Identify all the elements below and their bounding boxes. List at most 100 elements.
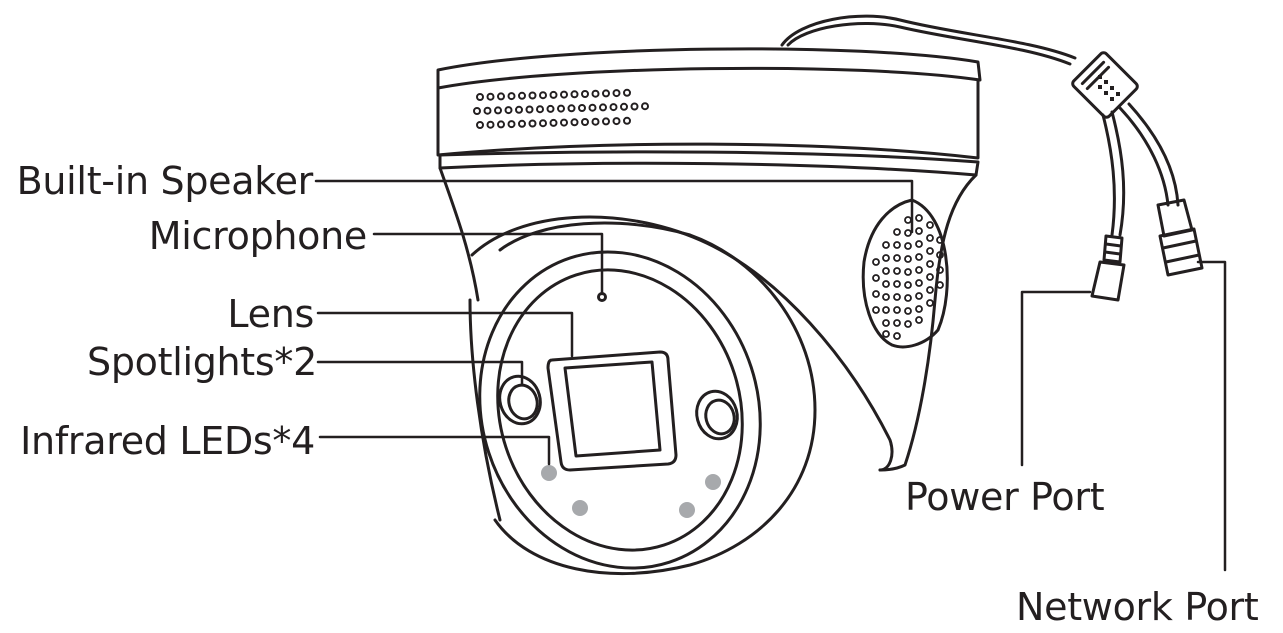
speaker-hole xyxy=(915,253,923,261)
vent-hole xyxy=(539,119,547,128)
vent-hole xyxy=(518,91,526,100)
power-connector xyxy=(1090,234,1126,302)
lens xyxy=(546,350,678,472)
speaker-hole xyxy=(872,290,880,298)
speaker-hole xyxy=(915,227,923,235)
speaker-hole xyxy=(915,305,923,313)
vent-hole xyxy=(591,117,600,126)
speaker-hole xyxy=(904,255,912,263)
vent-hole xyxy=(641,102,649,111)
speaker-hole xyxy=(882,293,890,301)
speaker-hole xyxy=(872,274,880,282)
speaker-hole xyxy=(882,280,890,288)
vent-hole xyxy=(623,116,631,125)
leader-network xyxy=(1196,260,1227,572)
vent-hole xyxy=(486,120,495,129)
vent-hole xyxy=(560,90,568,99)
speaker-hole xyxy=(926,260,934,268)
infrared-leds xyxy=(541,465,721,518)
speaker-hole xyxy=(915,279,923,287)
vent-hole xyxy=(560,118,568,127)
speaker-hole xyxy=(904,281,912,289)
label-lens: Lens xyxy=(227,292,314,336)
vent-hole xyxy=(483,106,492,115)
leader-speaker xyxy=(314,179,914,234)
network-connector xyxy=(1156,198,1204,277)
spotlight-right xyxy=(695,389,739,441)
speaker-hole xyxy=(882,241,890,249)
top-vent-holes xyxy=(473,88,649,129)
speaker-hole xyxy=(915,214,923,222)
leader-lens xyxy=(316,311,574,358)
vent-hole xyxy=(507,120,516,129)
speaker-hole xyxy=(936,251,944,259)
vent-hole xyxy=(588,103,597,112)
speaker-hole xyxy=(893,254,901,262)
vent-hole xyxy=(504,106,513,115)
leader-infrared xyxy=(318,435,551,466)
speaker-hole xyxy=(872,306,880,314)
vent-hole xyxy=(546,104,555,113)
speaker-hole xyxy=(882,267,890,275)
speaker-hole xyxy=(904,320,912,328)
speaker-hole xyxy=(915,316,923,324)
vent-hole xyxy=(612,89,621,98)
vent-hole xyxy=(497,92,505,101)
vent-hole xyxy=(623,88,631,97)
speaker-hole xyxy=(893,293,901,301)
vent-hole xyxy=(528,119,537,128)
vent-hole xyxy=(549,90,558,99)
speaker-hole xyxy=(904,229,912,237)
ir-led xyxy=(572,500,588,516)
speaker-hole xyxy=(893,241,901,249)
speaker-hole xyxy=(882,254,890,262)
vent-hole xyxy=(528,91,537,100)
power-branch-cable xyxy=(1110,110,1126,237)
vent-hole xyxy=(557,104,565,113)
label-spotlights: Spotlights*2 xyxy=(87,340,317,384)
spotlight-left xyxy=(498,374,542,426)
speaker-hole xyxy=(893,280,901,288)
vent-hole xyxy=(567,104,576,113)
leader-spotlights xyxy=(316,360,524,387)
vent-hole xyxy=(591,89,600,98)
speaker-hole xyxy=(926,299,934,307)
ball-housing xyxy=(468,221,817,576)
vent-hole xyxy=(515,105,523,114)
speaker-hole xyxy=(882,330,890,338)
speaker-hole xyxy=(926,221,934,229)
speaker-hole xyxy=(904,216,912,224)
cable-splitter xyxy=(1071,51,1139,119)
vent-hole xyxy=(473,107,481,115)
speaker-hole xyxy=(904,242,912,250)
vent-hole xyxy=(602,89,610,98)
vent-hole xyxy=(494,106,502,115)
vent-hole xyxy=(578,104,586,112)
leader-microphone xyxy=(372,232,604,296)
speaker-hole xyxy=(936,266,944,274)
vent-hole xyxy=(630,102,639,111)
label-built-in-speaker: Built-in Speaker xyxy=(16,159,314,203)
ir-led xyxy=(679,502,695,518)
speaker-hole xyxy=(893,267,901,275)
label-microphone: Microphone xyxy=(148,214,368,258)
vent-hole xyxy=(539,91,547,100)
vent-hole xyxy=(525,105,534,114)
vent-hole xyxy=(549,118,558,127)
label-power-port: Power Port xyxy=(905,475,1105,519)
vent-hole xyxy=(581,118,589,126)
speaker-hole xyxy=(926,247,934,255)
speaker-hole xyxy=(915,292,923,300)
label-network-port: Network Port xyxy=(1016,585,1259,629)
vent-hole xyxy=(476,93,484,101)
speaker-hole xyxy=(936,281,944,289)
speaker-hole xyxy=(904,268,912,276)
speaker-hole xyxy=(926,273,934,281)
vent-hole xyxy=(507,92,516,101)
vent-hole xyxy=(518,119,526,128)
speaker-hole xyxy=(915,266,923,274)
speaker-hole xyxy=(904,307,912,315)
vent-hole xyxy=(476,121,484,129)
vent-hole xyxy=(486,92,495,101)
